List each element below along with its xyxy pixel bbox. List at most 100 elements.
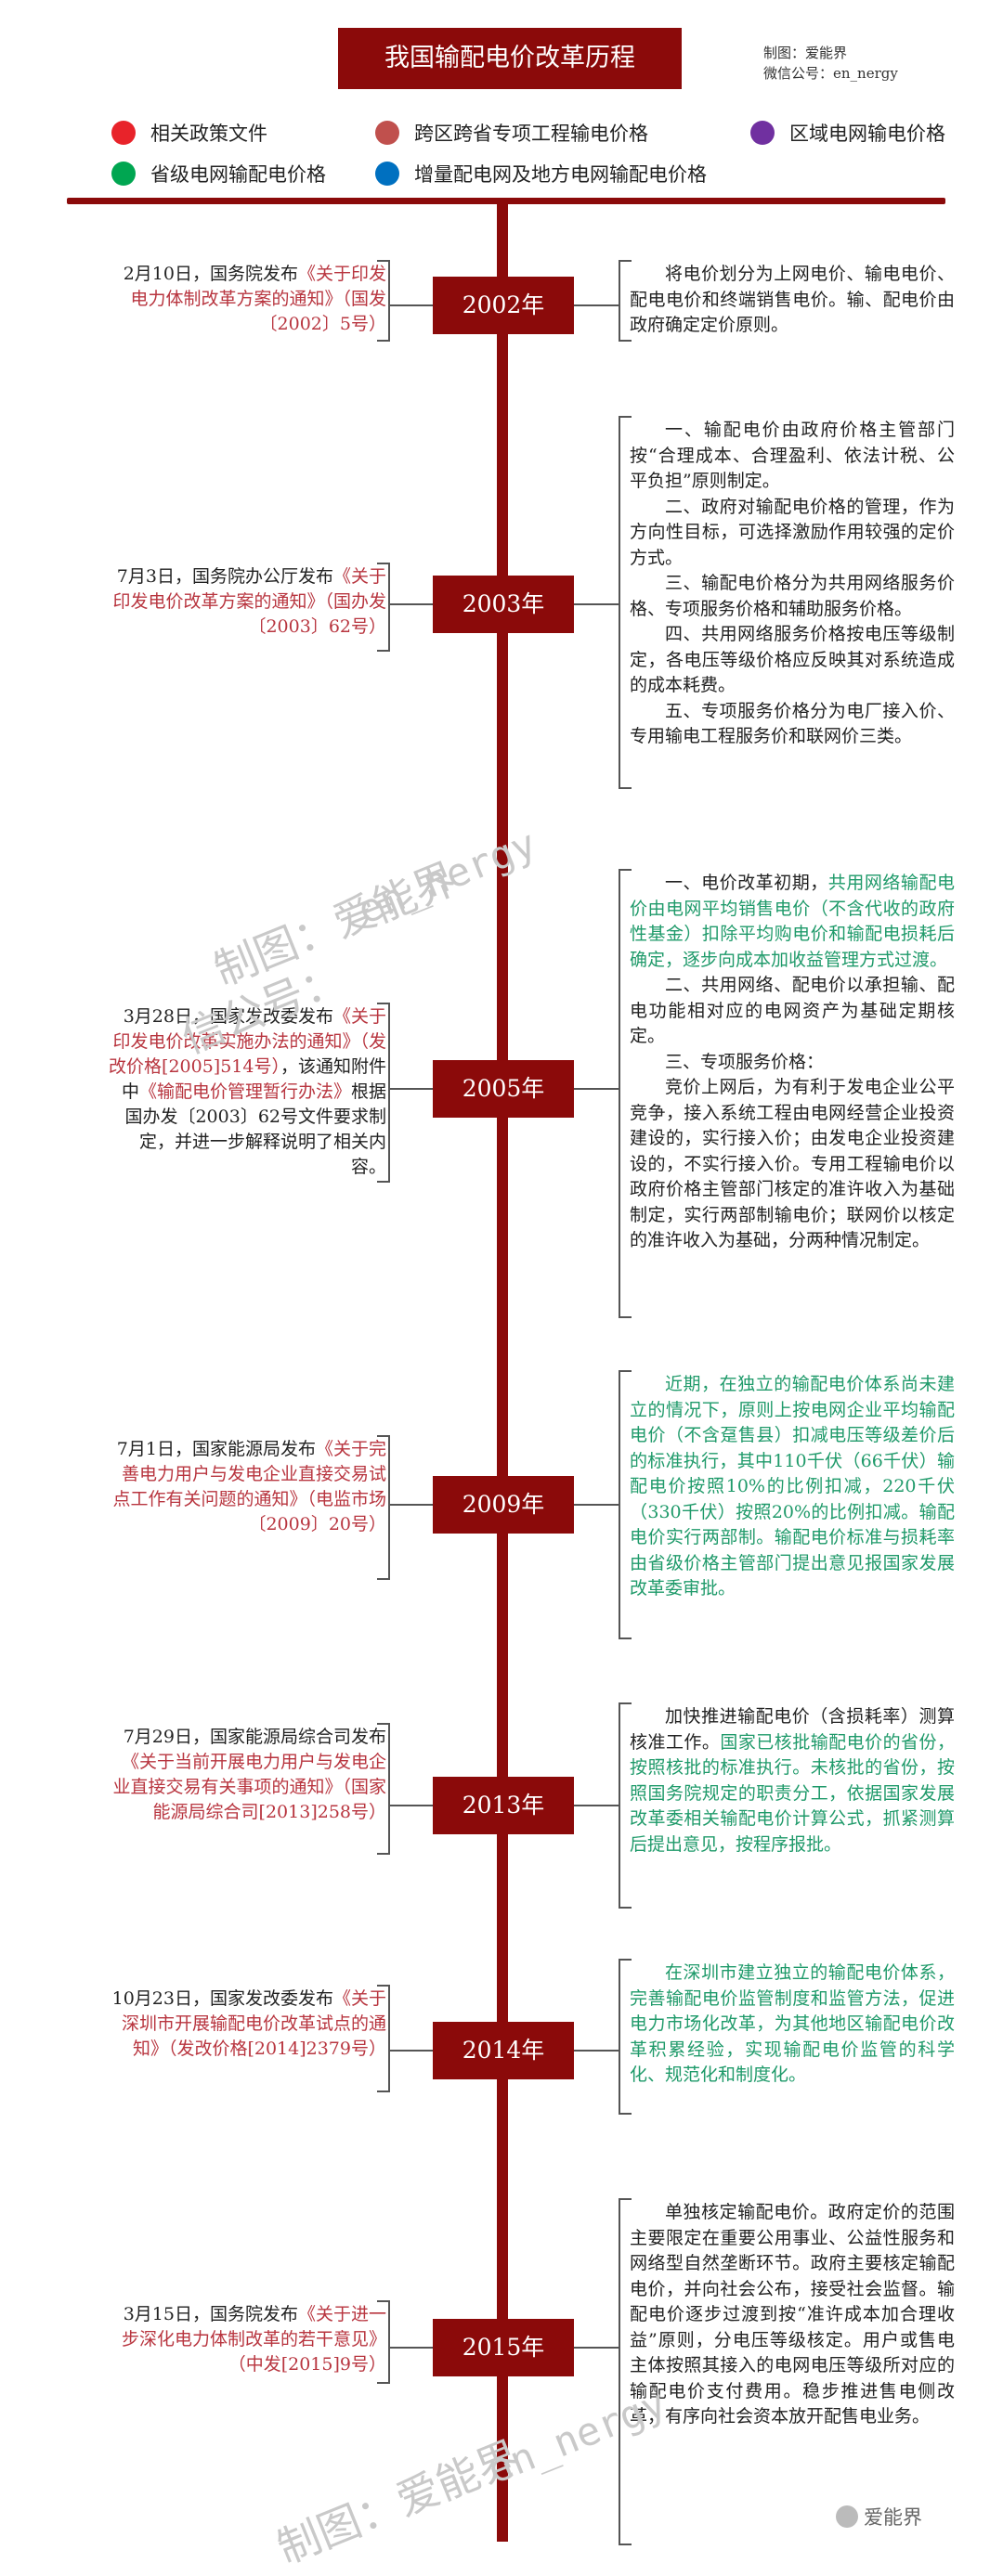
legend-label: 相关政策文件	[150, 123, 267, 145]
policy-document: 《关于印发电价改革方案的通知》（国办发〔2003〕62号）	[112, 566, 386, 637]
policy-intro: 7月3日，国务院办公厅发布	[116, 566, 333, 587]
content-2009: 近期，在独立的输配电价体系尚未建立的情况下，原则上按电网企业平均输配电价（不含趸…	[630, 1372, 955, 1602]
content-provincial: 国家已核批输配电价的省份，按照核批的标准执行。未核批的省份，按照国务院规定的职责…	[630, 1731, 955, 1855]
bracket-right	[619, 1702, 632, 1909]
policy-intro: 3月15日，国务院发布	[123, 2304, 298, 2324]
legend-item-incremental: 增量配电网及地方电网输配电价格	[375, 160, 707, 188]
connector-right	[574, 304, 619, 306]
bracket-right	[619, 260, 632, 342]
content-lead: 加快推进输配电价（含损耗率）测算核准工作。	[630, 1706, 955, 1753]
year-2005: 2005年	[433, 1060, 574, 1118]
wechat-icon	[836, 2505, 858, 2528]
policy-intro: 3月28日，国家发改委发布	[123, 1006, 333, 1027]
bracket-right	[619, 869, 632, 1318]
bracket-left	[377, 1723, 390, 1855]
policy-document: 《关于进一步深化电力体制改革的若干意见》（中发[2015]9号）	[121, 2304, 386, 2375]
policy-attachment: 《输配电价管理暂行办法》	[138, 1081, 351, 1102]
content-para: 二、共用网络、配电价以承担输、配电功能相对应的电网资产为基础定期核定。	[630, 975, 955, 1046]
connector-right	[574, 2347, 619, 2349]
content-para: 四、共用网络服务价格按电压等级制定，各电压等级价格应反映其对系统造成的成本耗费。	[630, 624, 955, 695]
content-para: 竞价上网后，为有利于发电企业公平竞争，接入系统工程由电网经营企业投资建设的，实行…	[630, 1077, 955, 1250]
policy-mid: ，该通知附件中	[121, 1056, 386, 1102]
year-2009: 2009年	[433, 1476, 574, 1534]
content-2002: 将电价划分为上网电价、输电电价、配电电价和终端销售电价。输、配电价由政府确定定价…	[630, 262, 955, 339]
year-2015: 2015年	[433, 2319, 574, 2376]
year-2002: 2002年	[433, 277, 574, 334]
content-para: 一、输配电价由政府价格主管部门按“合理成本、合理盈利、依法计税、公平负担”原则制…	[630, 420, 955, 491]
connector-right	[574, 1504, 619, 1506]
bracket-right	[619, 1370, 632, 1639]
policy-2009: 7月1日，国家能源局发布《关于完善电力用户与发电企业直接交易试点工作有关问题的通…	[108, 1437, 386, 1537]
connector-left	[388, 2050, 433, 2052]
legend-dot	[111, 162, 136, 186]
connector-left	[388, 1088, 433, 1090]
content-para: 二、政府对输配电价格的管理，作为方向性目标，可选择激励作用较强的定价方式。	[630, 496, 955, 568]
timeline-spine	[497, 200, 508, 2542]
content-para: 三、输配电价格分为共用网络服务价格、专项服务价格和辅助服务价格。	[630, 573, 955, 619]
content-para: 三、专项服务价格：	[665, 1051, 825, 1072]
bracket-right	[619, 416, 632, 789]
policy-intro: 7月1日，国家能源局发布	[116, 1439, 316, 1459]
policy-document: 《关于完善电力用户与发电企业直接交易试点工作有关问题的通知》（电监市场〔2009…	[112, 1439, 386, 1534]
policy-intro: 7月29日，国家能源局综合司发布	[123, 1727, 386, 1747]
content-lead: 一、电价改革初期，	[665, 873, 828, 893]
year-2013: 2013年	[433, 1777, 574, 1834]
legend-dot	[750, 121, 775, 145]
connector-left	[388, 2347, 433, 2349]
legend-item-cross-region: 跨区跨省专项工程输电价格	[375, 119, 648, 147]
policy-2005: 3月28日，国家发改委发布《关于印发电价改革实施办法的通知》（发改价格[2005…	[108, 1004, 386, 1180]
wechat-label: 爱能界	[864, 2506, 922, 2529]
content-para: 在深圳市建立独立的输配电价体系，完善输配电价监管制度和监管方法，促进电力市场化改…	[630, 1962, 955, 2085]
connector-right	[574, 1088, 619, 1090]
connector-left	[388, 1504, 433, 1506]
policy-2013: 7月29日，国家能源局综合司发布《关于当前开展电力用户与发电企业直接交易有关事项…	[108, 1725, 386, 1825]
year-2014: 2014年	[433, 2022, 574, 2079]
connector-right	[574, 603, 619, 605]
policy-2015: 3月15日，国务院发布《关于进一步深化电力体制改革的若干意见》（中发[2015]…	[108, 2302, 386, 2377]
content-provincial: 共用网络输配电价由电网平均销售电价（不含代收的政府性基金）扣除平均购电价和输配电…	[630, 873, 955, 970]
page-title: 我国输配电价改革历程	[338, 28, 682, 89]
content-2013: 加快推进输配电价（含损耗率）测算核准工作。国家已核批输配电价的省份，按照核批的标…	[630, 1704, 955, 1858]
policy-2002: 2月10日，国务院发布《关于印发电力体制改革方案的通知》（国发〔2002〕5号）	[108, 262, 386, 337]
legend-label: 跨区跨省专项工程输电价格	[414, 123, 648, 145]
legend-item-regional: 区域电网输电价格	[750, 119, 945, 147]
legend-dot	[375, 121, 399, 145]
policy-2003: 7月3日，国务院办公厅发布《关于印发电价改革方案的通知》（国办发〔2003〕62…	[108, 564, 386, 640]
wechat-mark: 爱能界	[836, 2503, 922, 2531]
content-para: 五、专项服务价格分为电厂接入价、专用输电工程服务价和联网价三类。	[630, 700, 955, 747]
policy-document: 《关于印发电力体制改革方案的通知》（国发〔2002〕5号）	[130, 264, 386, 334]
content-para: 加快推进输配电价（含损耗率）测算核准工作。国家已核批输配电价的省份，按照核批的标…	[630, 1704, 955, 1858]
policy-document: 《关于当前开展电力用户与发电企业直接交易有关事项的通知》（国家能源局综合司[20…	[112, 1752, 386, 1822]
content-2014: 在深圳市建立独立的输配电价体系，完善输配电价监管制度和监管方法，促进电力市场化改…	[630, 1961, 955, 2089]
policy-intro: 2月10日，国务院发布	[123, 264, 298, 284]
connector-right	[574, 2050, 619, 2052]
legend-item-provincial: 省级电网输配电价格	[111, 160, 326, 188]
policy-document: 《关于印发电价改革实施办法的通知》（发改价格[2005]514号）	[109, 1006, 386, 1077]
content-para: 将电价划分为上网电价、输电电价、配电电价和终端销售电价。输、配电价由政府确定定价…	[630, 264, 955, 335]
content-2015: 单独核定输配电价。政府定价的范围主要限定在重要公用事业、公益性服务和网络型自然垄…	[630, 2200, 955, 2430]
policy-intro: 10月23日，国家发改委发布	[111, 1988, 333, 2009]
connector-left	[388, 304, 433, 306]
content-para: 一、电价改革初期，共用网络输配电价由电网平均销售电价（不含代收的政府性基金）扣除…	[630, 871, 955, 973]
bracket-left	[377, 563, 390, 652]
bracket-left	[377, 2300, 390, 2384]
credit-wechat: 微信公号：en_nergy	[763, 65, 898, 82]
bracket-left	[377, 260, 390, 342]
policy-2014: 10月23日，国家发改委发布《关于深圳市开展输配电价改革试点的通知》（发改价格[…	[108, 1987, 386, 2062]
legend-label: 区域电网输电价格	[789, 123, 945, 145]
credit-block: 制图：爱能界 微信公号：en_nergy	[763, 43, 898, 84]
connector-left	[388, 603, 433, 605]
legend-label: 省级电网输配电价格	[150, 163, 326, 186]
legend-item-policy: 相关政策文件	[111, 119, 267, 147]
content-2005: 一、电价改革初期，共用网络输配电价由电网平均销售电价（不含代收的政府性基金）扣除…	[630, 871, 955, 1254]
legend-dot	[111, 121, 136, 145]
bracket-left	[377, 1985, 390, 2092]
connector-left	[388, 1805, 433, 1806]
bracket-left	[377, 1435, 390, 1580]
bracket-right	[619, 1959, 632, 2115]
year-2003: 2003年	[433, 576, 574, 633]
legend-dot	[375, 162, 399, 186]
content-2003: 一、输配电价由政府价格主管部门按“合理成本、合理盈利、依法计税、公平负担”原则制…	[630, 418, 955, 750]
connector-right	[574, 1805, 619, 1806]
credit-author: 制图：爱能界	[763, 45, 848, 61]
